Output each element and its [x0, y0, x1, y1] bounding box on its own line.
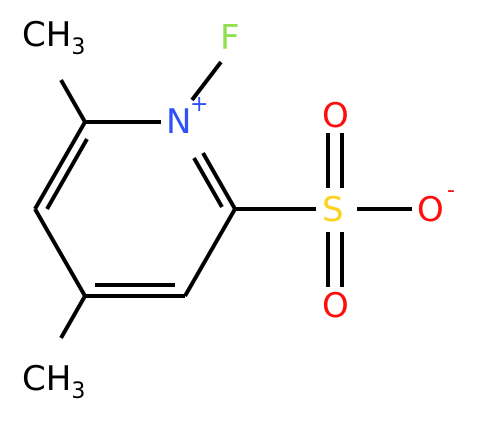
methyl-bottom-label: CH3 — [22, 359, 85, 404]
bond-c6-c5-inner — [45, 138, 89, 210]
oxygen-bottom-label: O — [322, 286, 349, 326]
sulfur-label: S — [322, 190, 344, 230]
nitrogen-charge: + — [190, 92, 208, 117]
bonds — [33, 60, 412, 339]
fluorine-label: F — [220, 18, 240, 58]
nitrogen-label: N — [166, 102, 191, 142]
bond-c5-c4 — [33, 208, 87, 297]
oxygen-right-charge: - — [447, 178, 455, 203]
atom-labels: CH3 F N + S O O - O CH3 — [22, 15, 455, 404]
bond-c4-methyl — [59, 295, 87, 339]
oxygen-top-label: O — [322, 96, 349, 136]
bond-c2-n — [201, 152, 237, 210]
bond-c3-c2 — [183, 208, 237, 297]
bond-c6-c5 — [33, 121, 87, 210]
bond-c6-methyl — [59, 79, 87, 123]
oxygen-right-label: O — [417, 190, 444, 230]
bond-n-f — [190, 60, 223, 102]
methyl-top-label: CH3 — [22, 15, 85, 60]
bond-c2-n-inner — [192, 157, 224, 208]
